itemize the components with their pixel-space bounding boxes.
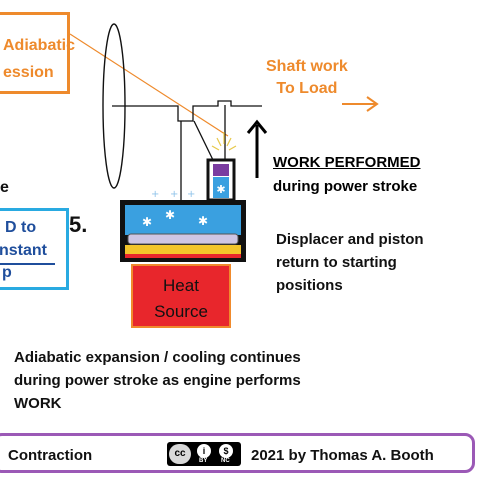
air-particles-icon: ✱ ✱ ✱ xyxy=(142,208,208,229)
adiabatic-leader-line xyxy=(69,33,229,137)
cc-icon: cc xyxy=(169,444,191,464)
constant-box-line2: nstant xyxy=(0,242,47,259)
footer-bar: Contraction cc i $ BY NC 2021 by Thomas … xyxy=(0,433,475,473)
adiabatic-box-line1: Adiabatic xyxy=(3,37,76,54)
noncommercial-icon: $ xyxy=(219,444,233,458)
heat-source-line2: Source xyxy=(154,302,208,321)
hot-plate xyxy=(125,245,241,254)
left-text-fragment: e xyxy=(0,179,9,196)
displacer-note-line2: return to starting xyxy=(276,254,397,271)
displacer-note-line1: Displacer and piston xyxy=(276,231,424,248)
work-up-arrow-icon xyxy=(246,119,268,178)
adiabatic-box-line2: ession xyxy=(3,64,54,81)
svg-text:+: + xyxy=(151,189,159,200)
motion-sparkle-icon xyxy=(211,132,237,151)
heat-source-line1: Heat xyxy=(163,276,199,295)
displacer-note-line3: positions xyxy=(276,277,343,294)
cc-license-badge[interactable]: cc i $ BY NC xyxy=(167,442,241,466)
by-label: BY xyxy=(199,458,208,464)
nc-label: NC xyxy=(221,458,230,464)
attribution-icon: i xyxy=(197,444,211,458)
hot-plate-edge xyxy=(125,254,241,258)
shaft-work-line2: To Load xyxy=(276,80,338,97)
work-performed-title: WORK PERFORMED xyxy=(273,154,421,171)
expansion-note-line1: Adiabatic expansion / cooling continues xyxy=(14,349,301,366)
step-number: 5. xyxy=(69,212,88,237)
svg-text:✱: ✱ xyxy=(142,215,152,229)
svg-text:✱: ✱ xyxy=(198,214,208,228)
constant-box-line3: p xyxy=(2,264,12,281)
piston-rod-left xyxy=(193,120,214,161)
heat-source: Heat Source xyxy=(131,264,231,328)
expansion-note: Adiabatic expansion / cooling continues … xyxy=(14,346,301,415)
expansion-note-line3: WORK xyxy=(14,395,62,412)
chamber-air xyxy=(125,205,241,235)
copyright-text: 2021 by Thomas A. Booth xyxy=(251,447,434,464)
displacer-note: Displacer and piston return to starting … xyxy=(276,228,424,297)
constant-box-line1: D to xyxy=(5,219,37,236)
shaft-work-line1: Shaft work xyxy=(266,58,348,75)
constant-volume-box: D to nstant p xyxy=(0,208,69,290)
svg-text:✱: ✱ xyxy=(165,208,175,222)
displacer xyxy=(127,233,239,245)
gas-spark-icon: ✱ xyxy=(216,183,225,196)
constant-box-underline xyxy=(0,263,55,265)
cooling-markers-icon: + + + xyxy=(151,189,195,200)
svg-text:+: + xyxy=(170,189,178,200)
crankshaft xyxy=(112,100,262,122)
shaft-work-label: Shaft work To Load xyxy=(266,56,348,100)
svg-text:+: + xyxy=(187,189,195,200)
power-cylinder-gas xyxy=(213,177,229,198)
expansion-note-line2: during power stroke as engine performs xyxy=(14,372,301,389)
power-piston xyxy=(213,164,229,176)
footer-contraction: Contraction xyxy=(8,447,93,464)
work-performed-subtitle: during power stroke xyxy=(273,178,418,195)
adiabatic-compression-box: Adiabatic ession xyxy=(0,12,75,94)
shaft-work-arrow-icon xyxy=(342,96,379,112)
